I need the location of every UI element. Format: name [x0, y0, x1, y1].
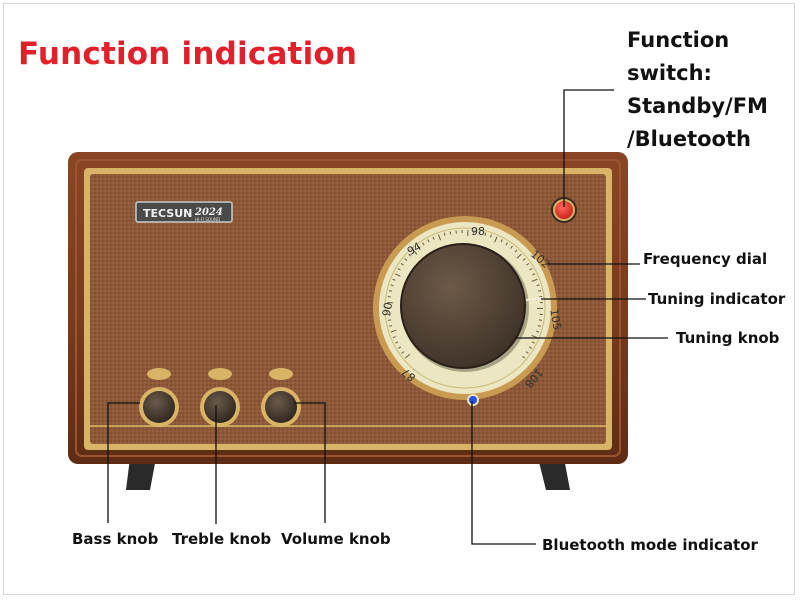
dial-tick [398, 346, 402, 349]
brand-plate [135, 201, 233, 223]
dial-tick [529, 267, 533, 271]
function-switch-callout [563, 89, 614, 207]
tuning-knob-label: Tuning knob [676, 329, 780, 347]
dial-number-94: 94 [405, 240, 424, 258]
dial-tick [432, 236, 435, 240]
dial-tick [422, 242, 425, 246]
dial-tick [449, 231, 452, 235]
function-switch-line-1: Function [627, 28, 730, 52]
dial-tick [390, 329, 397, 333]
bluetooth-led [469, 396, 477, 404]
treble-knob-label: Treble knob [172, 530, 272, 548]
dial-tick [390, 284, 394, 287]
dial-tick [438, 234, 442, 241]
dial-tick [408, 253, 412, 257]
function-switch-line-2: switch: [627, 61, 712, 85]
dial-ticks [386, 230, 544, 359]
dial-tick [484, 232, 487, 236]
dial-tick [538, 290, 542, 292]
dial-tick [536, 284, 540, 287]
dial-tick [427, 239, 430, 243]
image-frame [3, 3, 795, 595]
frequency-dial-label: Frequency dial [643, 250, 768, 268]
function-switch-line-4: /Bluetooth [627, 127, 751, 151]
bass-knob[interactable] [143, 391, 175, 423]
dial-tick [500, 239, 503, 243]
dial-tick [514, 249, 518, 253]
dial-tick [531, 278, 538, 282]
dial-tick [528, 346, 532, 349]
dial-tick [389, 325, 393, 327]
dial-tick [404, 258, 408, 261]
dial-tick [537, 325, 541, 327]
dial-tick [392, 336, 396, 339]
dial-tick [443, 232, 446, 236]
dial-tick [489, 234, 492, 238]
dial-tick [522, 355, 526, 359]
radio-illustration: TECSUN 2024 HI-FI SOUND 98 94 102 90 105… [68, 152, 628, 490]
dial-tick [531, 341, 535, 344]
bluetooth-indicator-label: Bluetooth mode indicator [542, 536, 758, 554]
tuning-indicator-label: Tuning indicator [648, 290, 786, 308]
dial-tick [510, 245, 513, 249]
dial-tick [505, 242, 508, 246]
bass-knob-callout [107, 402, 140, 523]
dial-number-90: 90 [380, 301, 395, 317]
volume-knob-group [261, 368, 301, 427]
dial-tick [522, 258, 526, 261]
dial-tick [532, 273, 536, 276]
dial-tick [516, 253, 522, 259]
model-text: 2024 [194, 207, 223, 218]
treble-knob[interactable] [204, 391, 236, 423]
dial-tick [494, 236, 498, 243]
page-title: Function indication [18, 36, 358, 72]
dial-tick [525, 351, 529, 354]
dial-number-105: 105 [547, 308, 563, 331]
tuning-knob[interactable] [401, 244, 525, 368]
dial-tick [536, 330, 540, 333]
right-foot [538, 458, 570, 490]
dial-tick [400, 262, 404, 266]
dial-tick [392, 278, 396, 281]
dial-tick [531, 334, 538, 339]
bass-knob-group [139, 368, 179, 427]
dial-number-98: 98 [471, 225, 485, 238]
dial-tick [417, 245, 420, 249]
dial-tick [395, 341, 399, 344]
dial-tick [397, 267, 401, 271]
dial-tick [401, 351, 405, 354]
bluetooth-callout [471, 401, 536, 545]
tuning-indicator [525, 297, 543, 301]
brand-text: TECSUN [143, 207, 192, 220]
dial-tick [394, 273, 401, 277]
dial-tick [526, 262, 530, 266]
function-switch-line-3: Standby/FM [627, 94, 768, 118]
function-switch-label: Function switch: Standby/FM /Bluetooth [627, 24, 768, 156]
dial-tick [412, 249, 418, 255]
dial-tick [478, 231, 481, 235]
volume-knob-callout [294, 402, 326, 523]
model-subtext: HI-FI SOUND [195, 217, 220, 222]
treble-knob-group [200, 368, 240, 427]
volume-knob-label: Volume knob [281, 530, 391, 548]
volume-knob[interactable] [265, 391, 297, 423]
dial-tick [404, 353, 411, 359]
dial-tick [388, 290, 392, 292]
left-foot [126, 458, 156, 490]
function-switch-button[interactable] [555, 201, 573, 219]
bass-knob-label: Bass knob [72, 530, 159, 548]
